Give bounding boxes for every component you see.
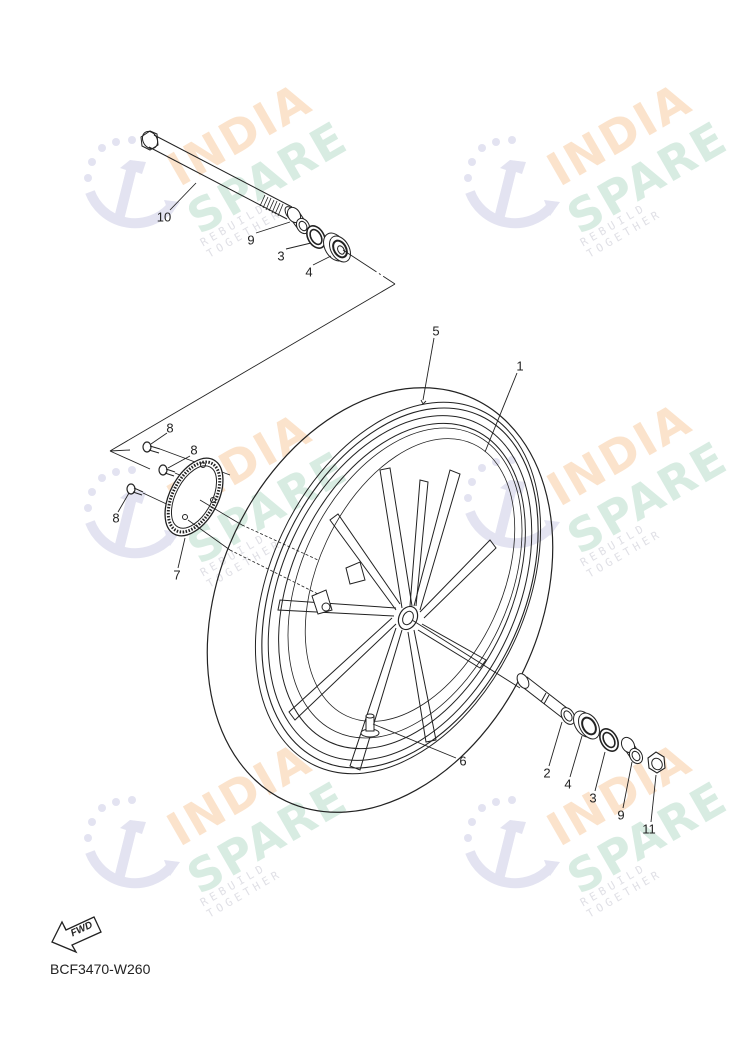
spacer-part-2 [516, 673, 576, 725]
nut-part-11 [647, 751, 666, 774]
callout-8: 8 [112, 510, 120, 526]
bearing-part-4-top [323, 232, 351, 263]
leader-lines [117, 182, 657, 823]
callout-2: 2 [543, 765, 551, 781]
assembly-bracket-lines [109, 249, 396, 470]
callout-3: 3 [589, 790, 597, 806]
callout-1: 1 [516, 358, 524, 374]
axle-part-10 [140, 130, 296, 220]
wheel-part-1 [261, 407, 539, 771]
bearing-part-4-bottom [573, 710, 600, 740]
hub-guide-line [411, 619, 521, 689]
callout-9: 9 [247, 232, 255, 248]
callout-4: 4 [564, 776, 572, 792]
callout-8: 8 [190, 442, 198, 458]
callout-6: 6 [459, 753, 467, 769]
tire-part-5 [206, 387, 554, 813]
oil-seal-part-3-top [306, 225, 326, 249]
callout-8: 8 [166, 420, 174, 436]
callout-3: 3 [277, 248, 285, 264]
collar-part-9-bottom [620, 736, 644, 765]
valve-part-6 [360, 713, 380, 738]
fwd-arrow-icon [51, 916, 102, 954]
rotor-guide-lines [187, 499, 319, 595]
callout-10: 10 [156, 209, 172, 225]
callout-5: 5 [432, 323, 440, 339]
collar-part-9-top [286, 206, 311, 235]
diagram-code: BCF3470-W260 [50, 961, 151, 977]
oil-seal-part-3-bottom [599, 728, 619, 752]
callout-9: 9 [617, 807, 625, 823]
callout-7: 7 [173, 567, 181, 583]
callout-4: 4 [305, 264, 313, 280]
sensor-rotor-part-7 [164, 457, 224, 537]
callout-11: 11 [642, 821, 656, 837]
